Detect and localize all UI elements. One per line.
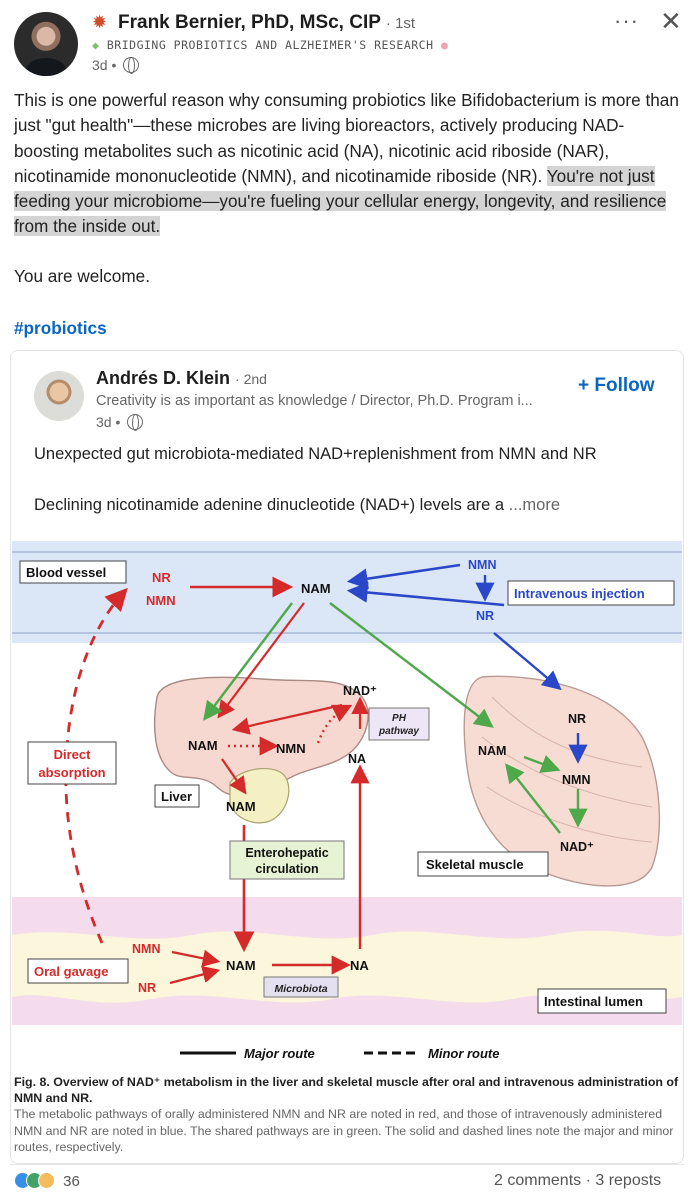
skeletal-muscle-shape xyxy=(463,675,661,887)
ph-pathway-box xyxy=(368,707,430,741)
label-nad-liver: NAD⁺ xyxy=(343,684,377,698)
gallbladder-shape xyxy=(229,768,290,824)
label-ph-pathway-1: PH xyxy=(392,713,407,724)
label-nmn-top: NMN xyxy=(146,593,176,608)
label-enterohepatic-2: circulation xyxy=(255,862,318,876)
reshare-author-name[interactable]: Andrés D. Klein xyxy=(96,368,231,388)
nad-metabolism-figure[interactable]: Blood vessel NR NMN NAM NMN NR Intraveno… xyxy=(12,537,682,1070)
reactions-summary[interactable]: 36 xyxy=(14,1172,80,1190)
globe-icon xyxy=(123,57,140,74)
hashtag-link[interactable]: #probiotics xyxy=(14,318,107,338)
reshare-connection-degree: · 2nd xyxy=(235,371,267,387)
label-nmn-iv: NMN xyxy=(468,558,496,572)
reshare-author-line[interactable]: Andrés D. Klein · 2nd xyxy=(96,368,267,389)
post-text: This is one powerful reason why consumin… xyxy=(14,90,679,186)
label-enterohepatic-1: Enterohepatic xyxy=(245,846,328,860)
reshare-text-line-2-body: Declining nicotinamide adenine dinucleot… xyxy=(34,496,505,514)
author-name-line[interactable]: ✹ Frank Bernier, PhD, MSc, CIP · 1st xyxy=(92,12,415,34)
label-liver: Liver xyxy=(161,789,192,804)
label-nr-iv: NR xyxy=(476,609,494,623)
reshare-time: 3d • xyxy=(96,414,121,430)
more-options-icon[interactable]: ··· xyxy=(614,8,639,33)
pill-icon: ◆ xyxy=(92,38,100,52)
label-na-gut: NA xyxy=(350,958,369,973)
close-icon[interactable]: ✕ xyxy=(660,6,682,36)
label-nam-gut: NAM xyxy=(226,958,256,973)
label-direct-absorption-2: absorption xyxy=(38,765,105,780)
reshared-post-card[interactable] xyxy=(10,350,684,1164)
enterohepatic-box xyxy=(229,840,345,880)
label-nr-muscle: NR xyxy=(568,712,586,726)
globe-icon xyxy=(127,414,144,431)
reshare-text-line-1: Unexpected gut microbiota-mediated NAD+r… xyxy=(34,445,597,463)
author-name[interactable]: Frank Bernier, PhD, MSc, CIP xyxy=(118,12,381,33)
connection-degree: · 1st xyxy=(385,15,416,32)
blood-vessel-box xyxy=(19,560,127,584)
label-minor-route: Minor route xyxy=(428,1046,500,1061)
reshare-headline: Creativity is as important as knowledge … xyxy=(96,393,533,409)
label-intravenous: Intravenous injection xyxy=(514,586,645,601)
reshare-text-line-2: Declining nicotinamide adenine dinucleot… xyxy=(34,496,560,515)
post-time: 3d • xyxy=(92,57,117,73)
label-nmn-liver: NMN xyxy=(276,741,306,756)
author-avatar[interactable] xyxy=(14,12,78,76)
label-blood-vessel: Blood vessel xyxy=(26,565,106,580)
reshare-author-avatar[interactable] xyxy=(34,371,84,421)
caption-title: Fig. 8. Overview of NAD⁺ metabolism in t… xyxy=(14,1075,679,1106)
intravenous-box xyxy=(507,580,675,606)
label-microbiota: Microbiota xyxy=(274,983,327,995)
post-meta: 3d • xyxy=(92,57,140,74)
direct-absorption-box xyxy=(27,741,117,785)
oral-gavage-box xyxy=(27,958,129,984)
microbiota-box xyxy=(263,976,339,998)
label-nam-top: NAM xyxy=(301,581,331,596)
reaction-count: 36 xyxy=(63,1173,80,1190)
comments-reposts[interactable]: 2 comments · 3 reposts xyxy=(494,1172,662,1189)
maple-leaf-icon: ✹ xyxy=(92,12,108,32)
label-skeletal-muscle: Skeletal muscle xyxy=(426,857,524,872)
label-major-route: Major route xyxy=(244,1046,315,1061)
follow-button[interactable]: + Follow xyxy=(578,375,655,396)
author-headline: ◆ BRIDGING PROBIOTICS AND ALZHEIMER'S RE… xyxy=(92,38,448,52)
post-body: This is one powerful reason why consumin… xyxy=(14,88,684,240)
see-more-link[interactable]: ...more xyxy=(508,496,561,514)
insightful-reaction-icon xyxy=(38,1172,55,1189)
label-nad-muscle: NAD⁺ xyxy=(560,840,594,854)
post-closing: You are welcome. xyxy=(14,266,150,286)
caption-body: The metabolic pathways of orally adminis… xyxy=(14,1107,674,1154)
label-nr-oral: NR xyxy=(138,981,156,995)
label-nmn-muscle: NMN xyxy=(562,773,590,787)
label-nam-gall: NAM xyxy=(226,799,256,814)
reshare-meta: 3d • xyxy=(96,414,144,431)
label-intestinal-lumen: Intestinal lumen xyxy=(544,994,643,1009)
brain-icon: ● xyxy=(440,38,449,52)
card-divider xyxy=(10,1164,684,1165)
figure-caption: Fig. 8. Overview of NAD⁺ metabolism in t… xyxy=(14,1074,682,1155)
label-na-liver: NA xyxy=(348,752,366,766)
author-headline-text: BRIDGING PROBIOTICS AND ALZHEIMER'S RESE… xyxy=(106,38,434,52)
label-nmn-oral: NMN xyxy=(132,942,160,956)
label-nr-top: NR xyxy=(152,570,171,585)
intestinal-lumen-box xyxy=(537,988,667,1014)
label-nam-muscle: NAM xyxy=(478,744,506,758)
label-nam-liver: NAM xyxy=(188,738,218,753)
label-direct-absorption-1: Direct xyxy=(54,747,92,762)
label-ph-pathway-2: pathway xyxy=(378,726,419,737)
liver-box xyxy=(154,784,200,808)
skeletal-muscle-box xyxy=(417,851,549,877)
label-oral-gavage: Oral gavage xyxy=(34,964,108,979)
